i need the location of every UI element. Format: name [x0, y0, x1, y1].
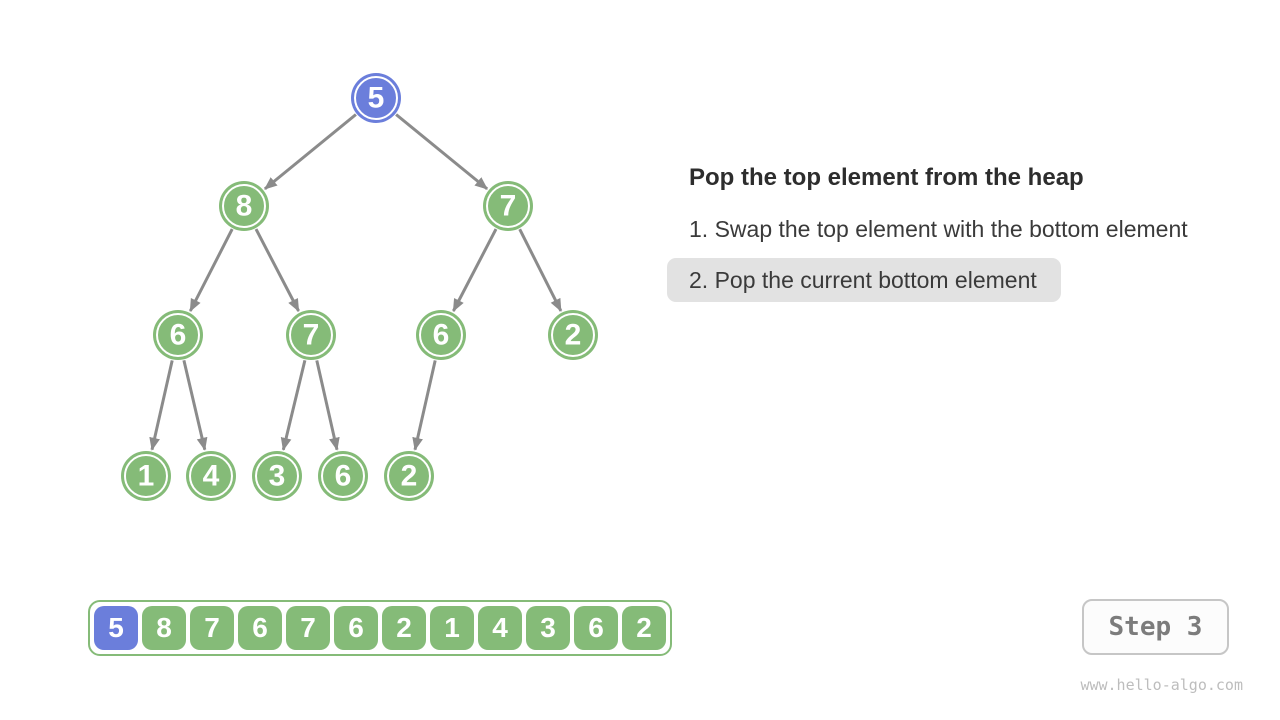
tree-node-circle — [351, 73, 401, 123]
tree-node-circle — [186, 451, 236, 501]
tree-node-3: 3 — [252, 451, 302, 501]
tree-node-inner-ring — [222, 184, 266, 228]
array-cell: 2 — [622, 606, 666, 650]
tree-node-8: 8 — [219, 181, 269, 231]
tree-node-value: 6 — [433, 319, 450, 352]
heap-tree-diagram: 5 8 7 6 7 6 2 1 4 3 6 2 — [121, 73, 598, 501]
tree-node-value: 7 — [303, 319, 320, 352]
tree-node-value: 6 — [335, 460, 352, 493]
tree-node-inner-ring — [354, 76, 398, 120]
tree-node-inner-ring — [255, 454, 299, 498]
step-indicator-label: Step 3 — [1108, 612, 1203, 642]
tree-node-2: 2 — [384, 451, 434, 501]
tree-node-value: 3 — [269, 460, 286, 493]
tree-node-4: 4 — [186, 451, 236, 501]
array-cell: 7 — [190, 606, 234, 650]
array-cell: 8 — [142, 606, 186, 650]
tree-node-inner-ring — [321, 454, 365, 498]
tree-node-inner-ring — [156, 313, 200, 357]
tree-node-inner-ring — [189, 454, 233, 498]
tree-node-inner-ring — [419, 313, 463, 357]
watermark-text: www.hello-algo.com — [1080, 676, 1243, 694]
tree-node-value: 6 — [170, 319, 187, 352]
tree-edge — [518, 228, 563, 312]
tree-edge — [182, 359, 208, 451]
instruction-step-1: 1. Swap the top element with the bottom … — [689, 216, 1188, 242]
tree-node-circle — [318, 451, 368, 501]
tree-node-inner-ring — [289, 313, 333, 357]
tree-node-6: 6 — [153, 310, 203, 360]
tree-node-circle — [121, 451, 171, 501]
tree-node-value: 5 — [368, 82, 385, 115]
instruction-title: Pop the top element from the heap — [689, 164, 1084, 191]
tree-node-7: 7 — [286, 310, 336, 360]
tree-edge — [412, 360, 437, 451]
tree-node-circle — [219, 181, 269, 231]
array-cell: 3 — [526, 606, 570, 650]
array-cell: 2 — [382, 606, 426, 650]
tree-node-circle — [548, 310, 598, 360]
array-cell: 6 — [334, 606, 378, 650]
tree-node-inner-ring — [486, 184, 530, 228]
tree-edge — [254, 228, 300, 312]
tree-node-6: 6 — [416, 310, 466, 360]
tree-node-value: 8 — [236, 190, 253, 223]
array-cell: 1 — [430, 606, 474, 650]
tree-node-2: 2 — [548, 310, 598, 360]
tree-node-5: 5 — [351, 73, 401, 123]
tree-node-circle — [286, 310, 336, 360]
array-cell: 6 — [238, 606, 282, 650]
tree-node-value: 1 — [138, 460, 155, 493]
tree-edge — [395, 113, 489, 191]
tree-edge — [263, 113, 357, 191]
tree-node-inner-ring — [124, 454, 168, 498]
tree-node-value: 4 — [203, 460, 220, 493]
tree-edge — [188, 228, 234, 312]
tree-node-7: 7 — [483, 181, 533, 231]
tree-node-inner-ring — [551, 313, 595, 357]
instruction-step-2-highlighted: 2. Pop the current bottom element — [667, 258, 1061, 302]
tree-edge — [452, 228, 498, 312]
array-cell: 6 — [574, 606, 618, 650]
array-cell: 5 — [94, 606, 138, 650]
tree-node-value: 2 — [401, 460, 418, 493]
tree-node-1: 1 — [121, 451, 171, 501]
tree-node-circle — [153, 310, 203, 360]
array-cell: 7 — [286, 606, 330, 650]
tree-edge — [280, 359, 307, 451]
tree-node-inner-ring — [387, 454, 431, 498]
tree-edge — [149, 360, 174, 451]
array-cell: 4 — [478, 606, 522, 650]
tree-node-circle — [416, 310, 466, 360]
tree-edge — [315, 360, 340, 451]
tree-node-value: 7 — [500, 190, 517, 223]
tree-node-value: 2 — [565, 319, 582, 352]
tree-node-circle — [252, 451, 302, 501]
tree-node-circle — [384, 451, 434, 501]
step-indicator-button[interactable]: Step 3 — [1082, 599, 1229, 655]
tree-node-6: 6 — [318, 451, 368, 501]
tree-node-circle — [483, 181, 533, 231]
